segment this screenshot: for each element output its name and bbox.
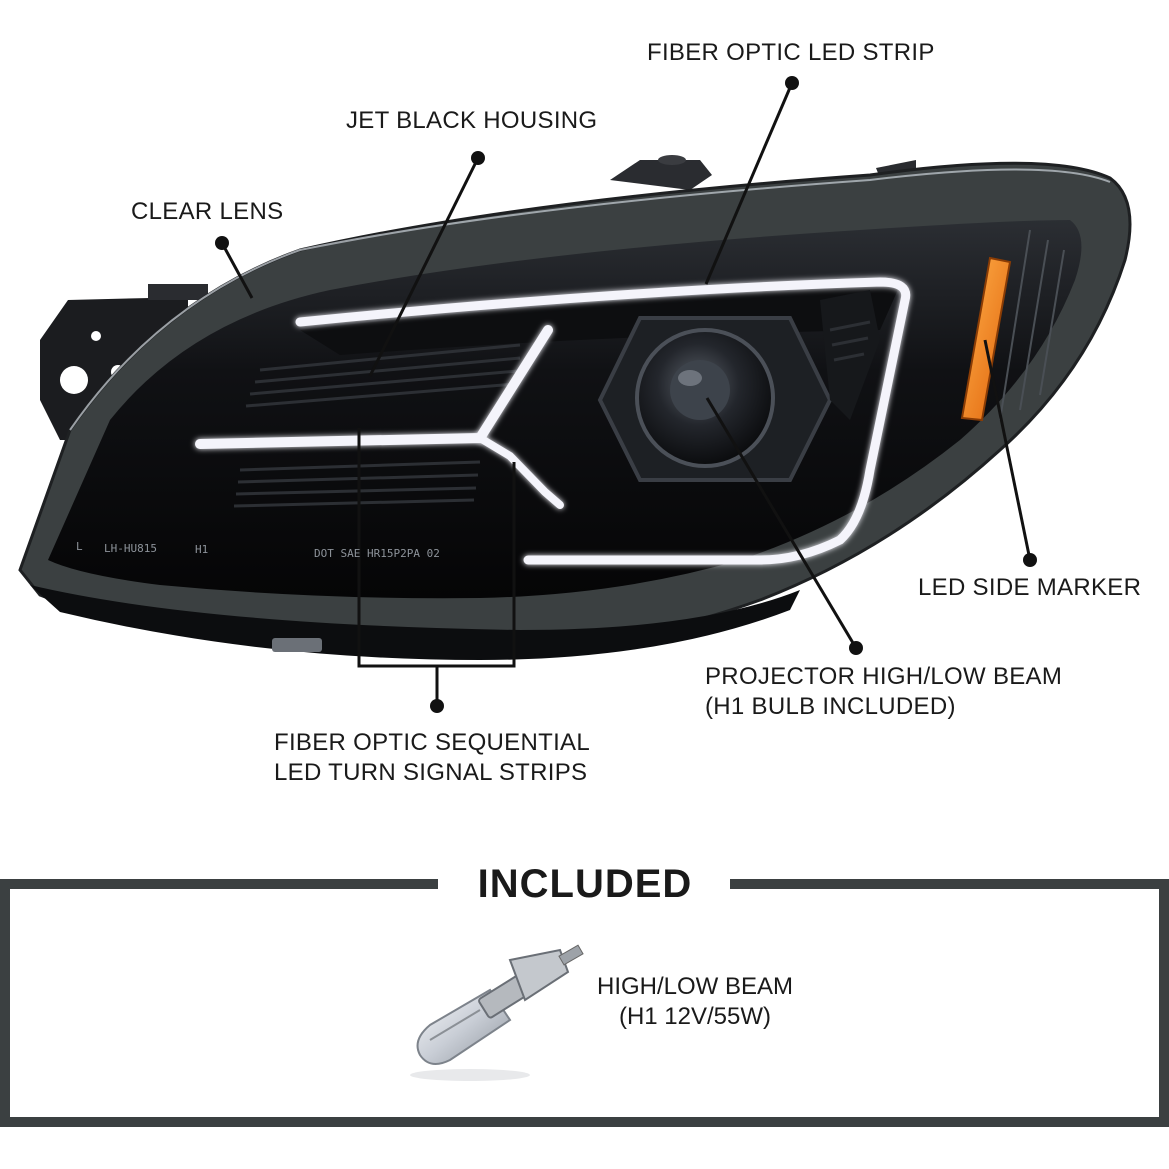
upper-fins bbox=[245, 343, 521, 408]
top-tab bbox=[610, 160, 712, 190]
label-projector-line2: (H1 BULB INCLUDED) bbox=[705, 693, 956, 720]
label-led-side-marker: LED SIDE MARKER bbox=[918, 574, 1142, 601]
fiber-optic-led-strip bbox=[295, 277, 911, 565]
bulb-caption-line1: HIGH/LOW BEAM bbox=[596, 973, 794, 1000]
h1-bulb-icon bbox=[410, 944, 584, 1081]
bulb-caption: HIGH/LOW BEAM (H1 12V/55W) bbox=[590, 972, 800, 1032]
bottom-connector bbox=[272, 638, 322, 652]
label-sequential-line1: FIBER OPTIC SEQUENTIAL bbox=[274, 729, 590, 756]
included-title: INCLUDED bbox=[477, 862, 693, 906]
label-clear-lens: CLEAR LENS bbox=[131, 198, 284, 225]
lamp-marking-bulb-code: H1 bbox=[195, 543, 209, 556]
label-sequential-line2: LED TURN SIGNAL STRIPS bbox=[274, 759, 588, 786]
label-jet-black-housing: JET BLACK HOUSING bbox=[346, 107, 598, 134]
lamp-marking-part-code: LH-HU815 bbox=[104, 542, 157, 555]
lamp-marking-side: L bbox=[76, 540, 83, 553]
sequential-turn-signal-strip-lower bbox=[476, 434, 564, 509]
bulb-caption-line2: (H1 12V/55W) bbox=[618, 1003, 772, 1030]
callout-leaders bbox=[215, 76, 1037, 713]
mounting-bracket bbox=[40, 284, 208, 440]
label-fiber-optic-led-strip: FIBER OPTIC LED STRIP bbox=[647, 39, 935, 66]
lamp-marking-dot: DOT SAE HR15P2PA 02 bbox=[314, 547, 440, 560]
included-frame bbox=[0, 879, 1169, 1127]
jet-black-housing bbox=[48, 220, 1082, 599]
label-projector-line1: PROJECTOR HIGH/LOW BEAM bbox=[705, 663, 1063, 690]
led-side-marker bbox=[960, 256, 1012, 422]
label-projector-beam: PROJECTOR HIGH/LOW BEAM (H1 BULB INCLUDE… bbox=[705, 662, 1062, 722]
clear-lens-edge bbox=[69, 168, 1111, 431]
label-sequential-turn-signal: FIBER OPTIC SEQUENTIAL LED TURN SIGNAL S… bbox=[274, 728, 590, 788]
